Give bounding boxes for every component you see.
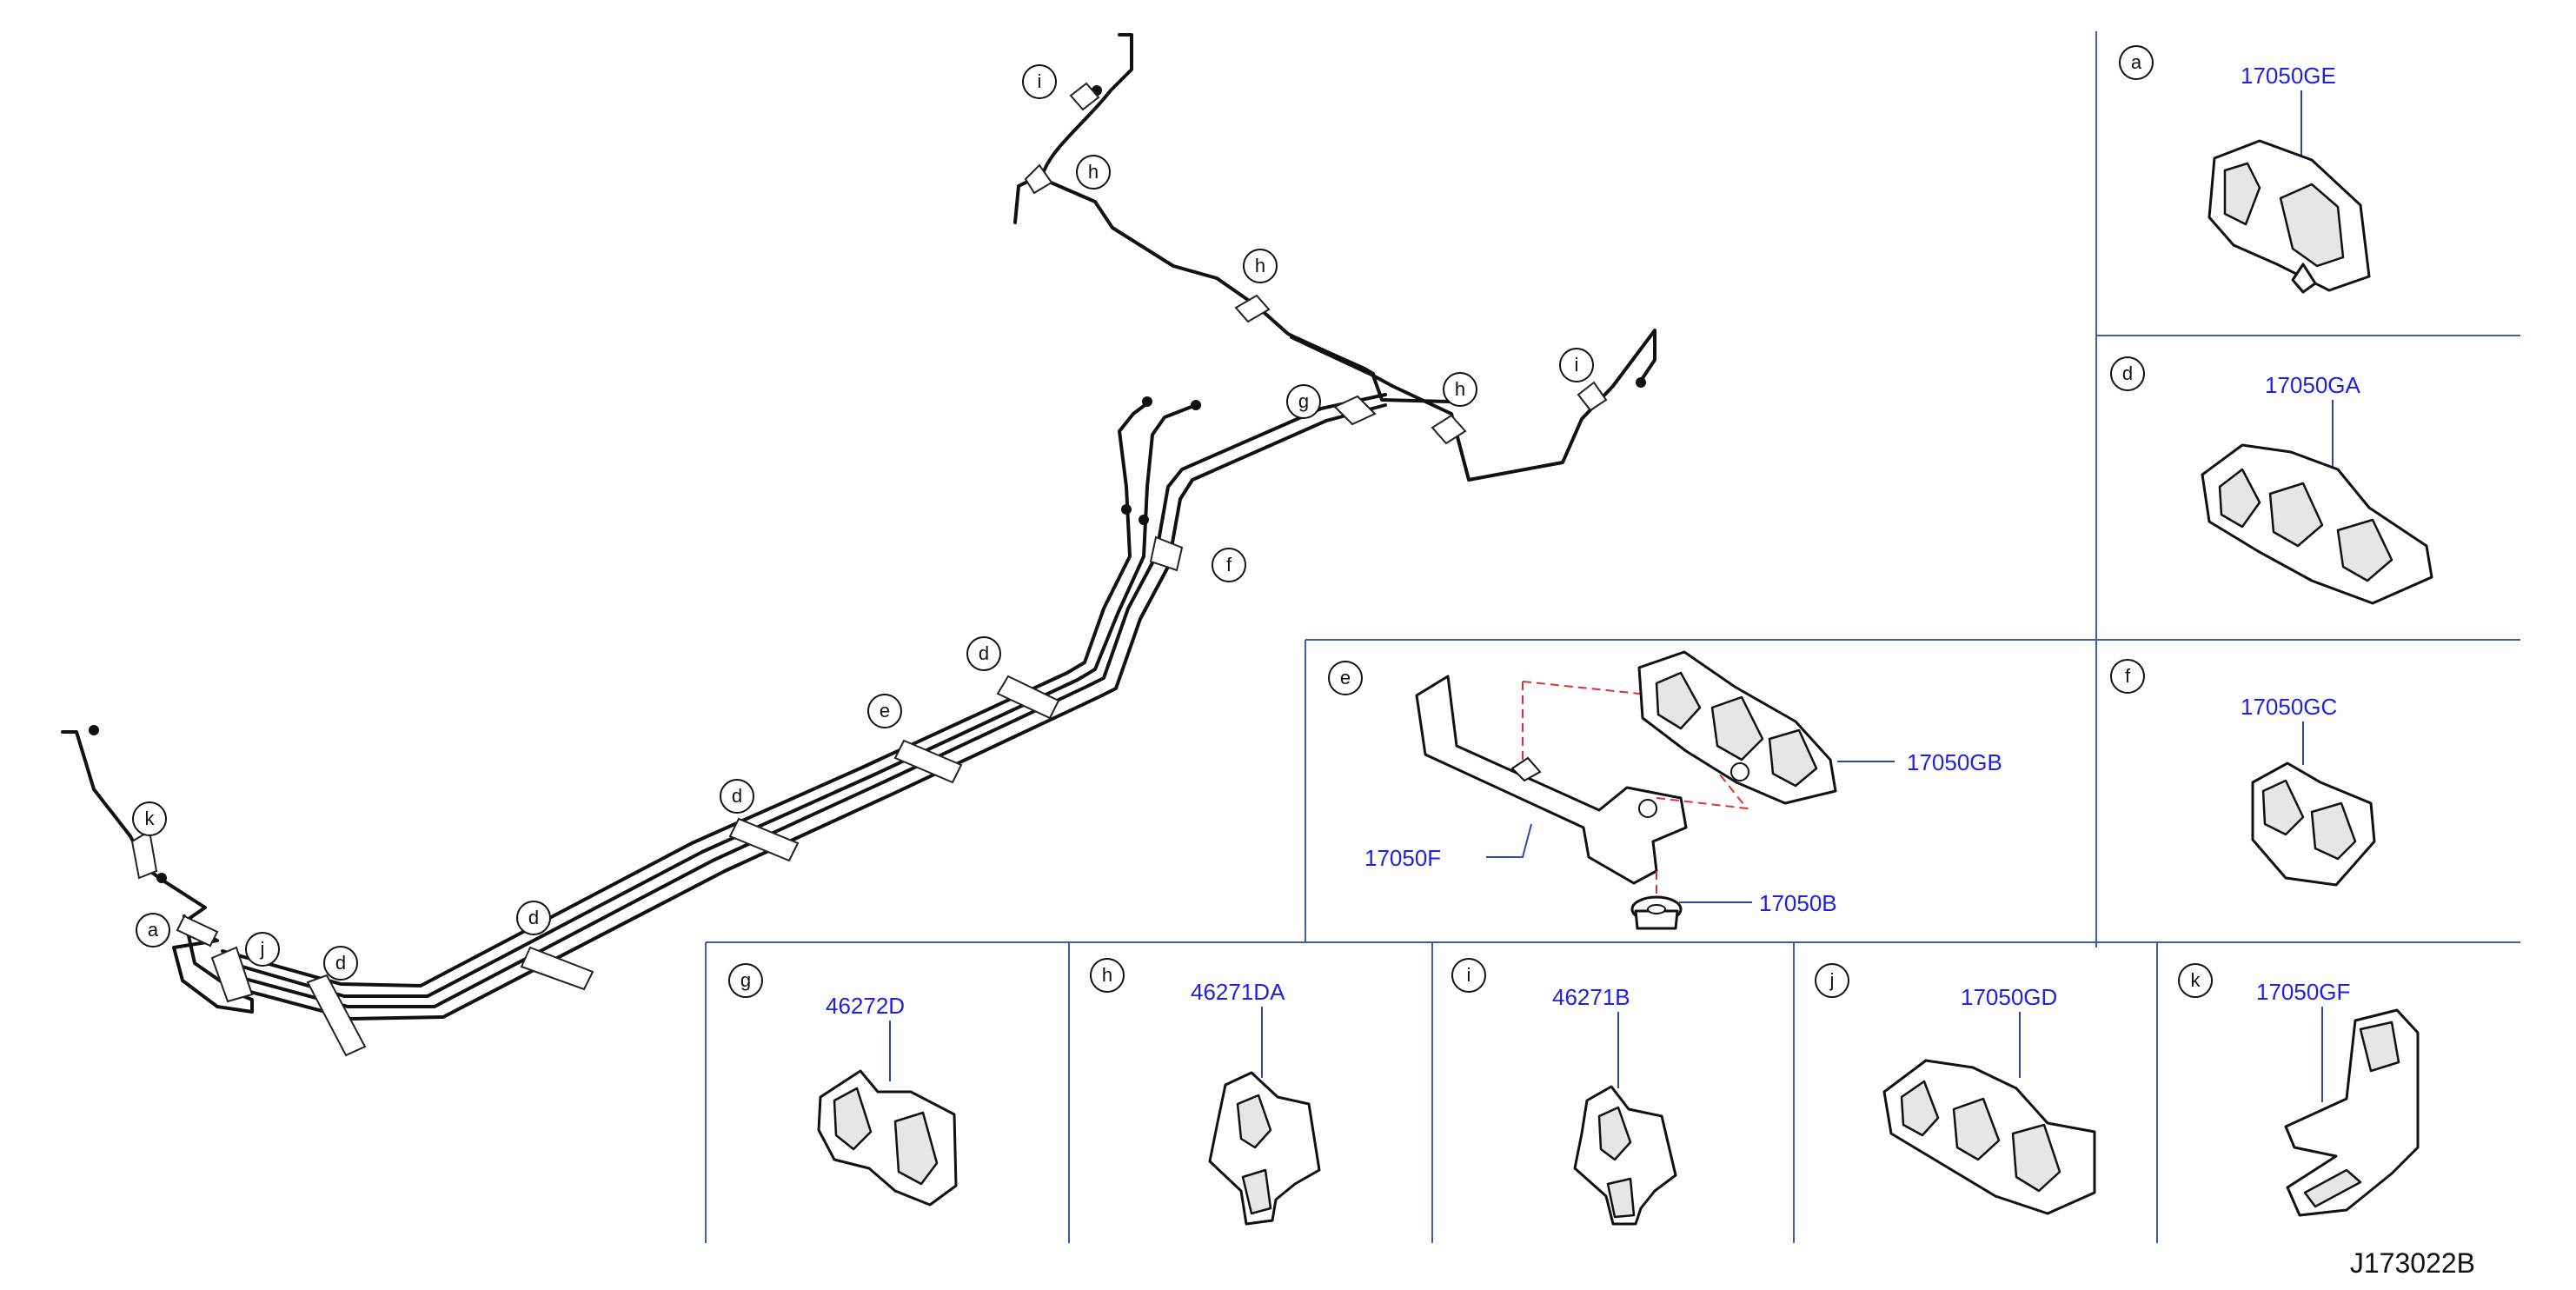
tube-clip-markers bbox=[130, 82, 1608, 1057]
grommet-17050B-drawing bbox=[1630, 895, 1683, 930]
panel-i: i 46271B bbox=[1451, 958, 1677, 1226]
svg-text:e: e bbox=[880, 700, 890, 721]
panel-d-letter: d bbox=[2122, 362, 2133, 384]
panel-h: h 46271DA bbox=[1090, 958, 1321, 1226]
panel-g-part-number: 46272D bbox=[826, 993, 905, 1019]
brake-tube-routing bbox=[61, 33, 1656, 1021]
panel-f: f 17050GC bbox=[2110, 659, 2376, 887]
svg-text:k: k bbox=[145, 808, 156, 829]
clip-17050GD-drawing bbox=[1882, 1059, 2096, 1215]
panel-i-part-number: 46271B bbox=[1552, 984, 1630, 1010]
svg-text:d: d bbox=[732, 785, 742, 807]
panel-h-part-number: 46271DA bbox=[1191, 979, 1285, 1005]
svg-text:d: d bbox=[528, 907, 539, 928]
svg-text:d: d bbox=[335, 952, 346, 974]
diagram-callouts: i h h g h i f d e d d d k a j bbox=[132, 64, 1594, 981]
panel-d-part-number: 17050GA bbox=[2265, 372, 2361, 398]
panel-a: a 17050GE bbox=[2119, 45, 2371, 294]
svg-text:a: a bbox=[148, 919, 159, 941]
callout-e: e bbox=[867, 694, 902, 728]
bracket-17050F-drawing bbox=[1415, 675, 1688, 885]
svg-text:i: i bbox=[1575, 354, 1579, 376]
callout-h2: h bbox=[1243, 249, 1278, 283]
panel-k: k 17050GF bbox=[2178, 963, 2420, 1217]
callout-g: g bbox=[1286, 384, 1321, 419]
svg-text:f: f bbox=[1226, 554, 1232, 575]
callout-f: f bbox=[1212, 548, 1246, 582]
panel-k-letter: k bbox=[2191, 969, 2201, 991]
panel-f-letter: f bbox=[2125, 665, 2131, 687]
drawing-code: J173022B bbox=[2350, 1247, 2475, 1279]
svg-text:h: h bbox=[1455, 378, 1465, 400]
clip-46271DA-drawing bbox=[1208, 1071, 1321, 1226]
callout-j: j bbox=[245, 932, 280, 967]
panel-i-letter: i bbox=[1467, 964, 1471, 986]
callout-d3: d bbox=[516, 901, 551, 935]
clip-46271B-drawing bbox=[1573, 1085, 1677, 1226]
panel-a-letter: a bbox=[2131, 51, 2142, 73]
callout-d2: d bbox=[720, 779, 754, 814]
panel-e-part-17050GB: 17050GB bbox=[1907, 749, 2002, 775]
callout-h1: h bbox=[1076, 155, 1111, 190]
svg-text:h: h bbox=[1088, 161, 1099, 183]
clip-46272D-drawing bbox=[817, 1069, 958, 1207]
panel-g-letter: g bbox=[740, 969, 751, 991]
panel-e-part-17050B: 17050B bbox=[1759, 890, 1837, 916]
panel-f-part-number: 17050GC bbox=[2241, 694, 2337, 720]
clip-17050GF-drawing bbox=[2284, 1008, 2420, 1217]
panel-j-part-number: 17050GD bbox=[1961, 984, 2057, 1010]
callout-k: k bbox=[132, 801, 167, 836]
panel-e-part-17050F: 17050F bbox=[1364, 845, 1441, 871]
svg-text:i: i bbox=[1038, 70, 1042, 92]
panel-j-letter: j bbox=[1829, 969, 1835, 991]
panel-e-letter: e bbox=[1340, 667, 1351, 688]
panel-d: d 17050GA bbox=[2110, 356, 2433, 605]
callout-d4: d bbox=[323, 946, 358, 981]
panel-a-part-number: 17050GE bbox=[2241, 63, 2336, 89]
callout-d1: d bbox=[966, 636, 1001, 671]
callout-i2: i bbox=[1559, 348, 1594, 382]
panel-h-letter: h bbox=[1102, 964, 1112, 986]
panel-k-part-number: 17050GF bbox=[2256, 979, 2350, 1005]
callout-a: a bbox=[136, 913, 170, 948]
panel-grid bbox=[705, 31, 2520, 1243]
svg-text:d: d bbox=[979, 642, 989, 664]
panel-j: j 17050GD bbox=[1815, 963, 2096, 1215]
svg-text:j: j bbox=[260, 938, 265, 960]
clip-17050GE-drawing bbox=[2208, 139, 2371, 294]
callout-h3: h bbox=[1443, 372, 1477, 407]
panel-e: e 17050GB 17050F 17050B bbox=[1328, 650, 2002, 930]
clip-17050GB-drawing bbox=[1637, 650, 1837, 805]
clip-17050GA-drawing bbox=[2201, 443, 2433, 605]
callout-i1: i bbox=[1022, 64, 1057, 99]
svg-text:g: g bbox=[1298, 390, 1309, 412]
clip-17050GC-drawing bbox=[2251, 761, 2376, 887]
panel-g: g 46272D bbox=[728, 963, 958, 1207]
svg-text:h: h bbox=[1255, 255, 1265, 276]
